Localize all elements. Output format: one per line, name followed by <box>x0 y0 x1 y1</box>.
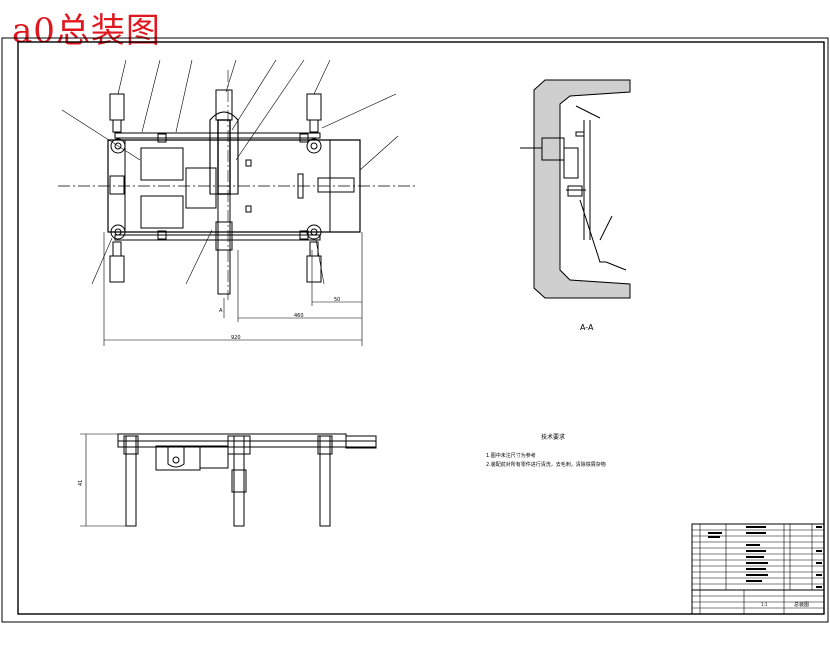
dimension-mid: 460 <box>294 313 304 319</box>
front-view-height-label: 41 <box>78 480 84 486</box>
tech-req-heading: 技术要求 <box>541 433 565 441</box>
tech-req-line-2: 2.装配前对所有零件进行清洗，去毛刺，清除铁屑杂物 <box>486 461 606 468</box>
technical-requirements: 技术要求 1.图中未注尺寸为参考 2.装配前对所有零件进行清洗，去毛刺，清除铁屑… <box>486 433 606 468</box>
dimension-small: 50 <box>334 297 340 303</box>
dimension-overall: 920 <box>231 335 241 341</box>
title-block-drawing-name: 总装图 <box>794 601 809 608</box>
top-view-dimension-labels: 920 460 50 A <box>219 297 340 341</box>
view-marker: A <box>219 308 223 314</box>
outer-border <box>1 37 829 623</box>
section-a-a <box>520 79 631 299</box>
tech-req-line-1: 1.图中未注尺寸为参考 <box>486 452 536 459</box>
top-view <box>58 59 418 346</box>
title-block <box>691 523 825 615</box>
section-label: A-A <box>580 323 594 332</box>
front-view <box>80 433 377 527</box>
parts-list-rows <box>692 529 824 609</box>
title-block-scale: 1:1 <box>761 602 768 607</box>
inner-border <box>17 41 825 615</box>
